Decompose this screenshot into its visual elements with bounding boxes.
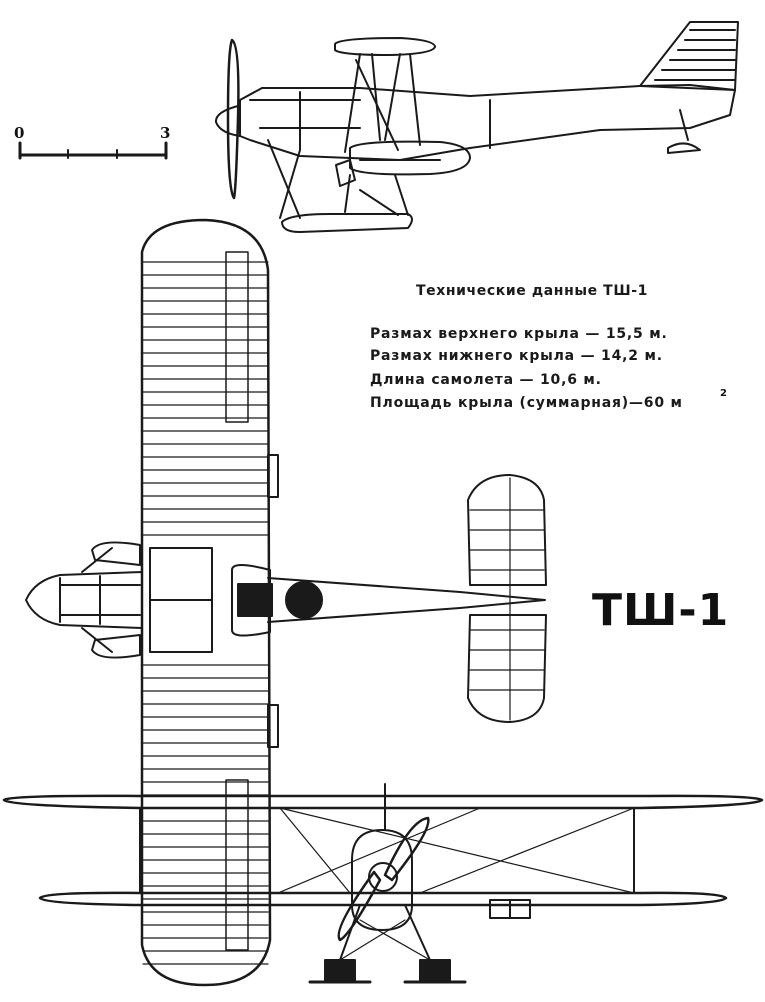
specs-title: Технические данные ТШ-1	[416, 283, 648, 299]
side-view	[214, 21, 739, 233]
spec-lower-wingspan: Размах нижнего крыла — 14,2 м.	[370, 348, 663, 364]
scale-max-label: 3	[160, 124, 171, 142]
spec-upper-wingspan: Размах верхнего крыла — 15,5 м.	[370, 326, 668, 342]
spec-wing-area: Площадь крыла (суммарная)—60 м	[370, 395, 683, 411]
spec-aircraft-length: Длина самолета — 10,6 м.	[370, 372, 602, 388]
plan-view	[25, 218, 547, 987]
front-view	[2, 783, 764, 984]
aircraft-name: ТШ-1	[592, 585, 730, 636]
spec-wing-area-superscript: 2	[720, 388, 727, 399]
scale-min-label: 0	[14, 124, 25, 142]
scale-bar	[18, 141, 168, 160]
